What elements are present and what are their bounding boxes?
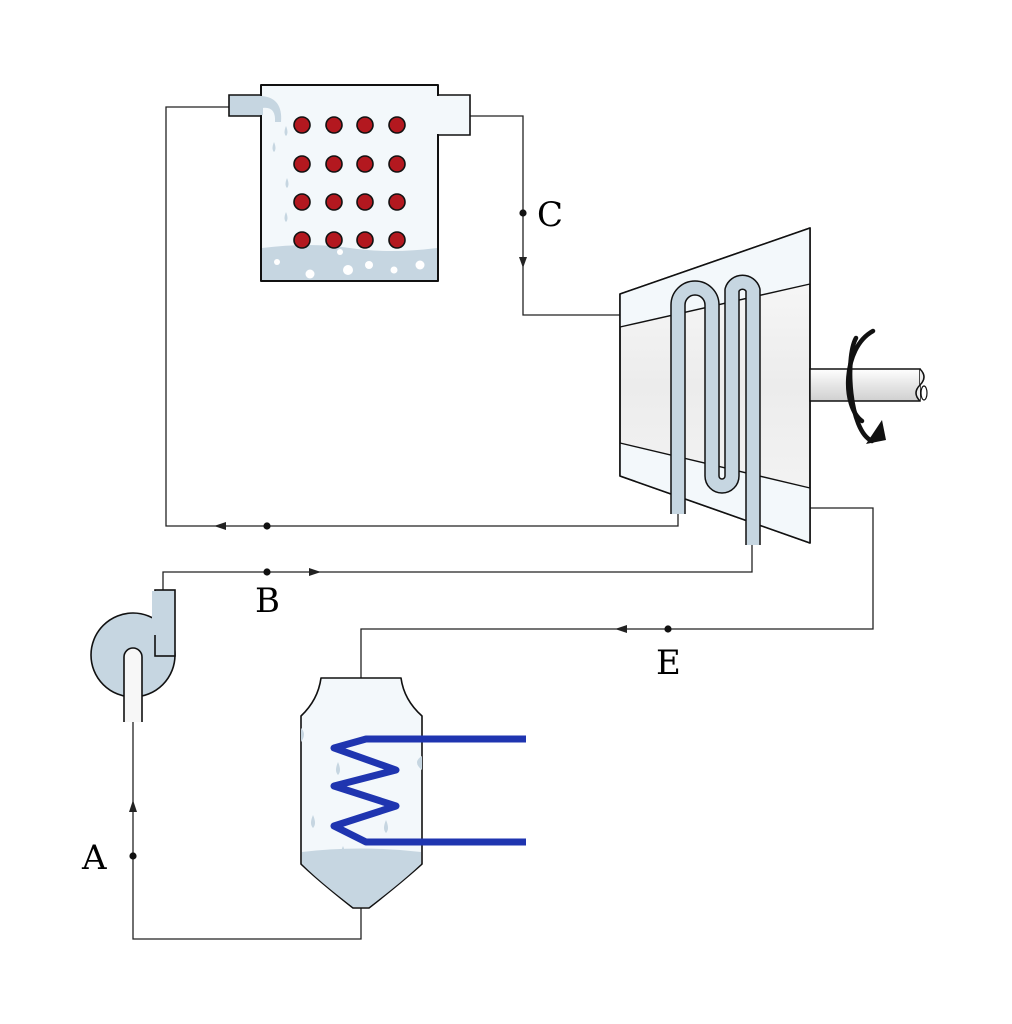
condenser-tubes	[293, 116, 406, 249]
boiler	[300, 677, 526, 909]
rotation-arrow-icon	[845, 328, 886, 444]
label-e: E	[656, 643, 681, 683]
boiler-drops	[301, 728, 422, 859]
state-points	[129, 209, 672, 860]
pipe-pump-to-turbine	[162, 545, 753, 590]
condenser-inlet-nozzle	[228, 94, 262, 117]
condenser-spray	[262, 96, 282, 122]
arrow-return	[214, 522, 226, 530]
state-point-a	[129, 852, 137, 860]
boiler-liquid	[302, 848, 421, 907]
label-a: A	[81, 838, 107, 878]
label-b: B	[255, 581, 280, 621]
state-point-return	[263, 522, 271, 530]
reheater-coil	[670, 274, 761, 545]
state-point-b	[263, 568, 271, 576]
pump	[90, 589, 176, 722]
arrow-b	[309, 568, 321, 576]
condenser	[228, 84, 471, 282]
turbine	[619, 227, 811, 545]
boiler-heater-coil	[330, 735, 526, 846]
state-point-e	[664, 625, 672, 633]
shaft	[809, 368, 928, 402]
arrow-e	[615, 625, 627, 633]
condenser-bubbles	[274, 249, 425, 279]
arrow-a	[129, 800, 137, 812]
arrow-c	[519, 257, 527, 268]
condenser-outlet-nozzle	[437, 94, 471, 136]
flow-arrows	[129, 257, 627, 812]
label-c: C	[537, 195, 563, 235]
pipe-boiler-to-pump	[132, 722, 362, 940]
pipe-return-to-condenser	[165, 106, 679, 527]
pipe-turbine-to-boiler	[360, 507, 874, 678]
state-point-c	[519, 209, 527, 217]
condensate-drops	[272, 126, 289, 222]
